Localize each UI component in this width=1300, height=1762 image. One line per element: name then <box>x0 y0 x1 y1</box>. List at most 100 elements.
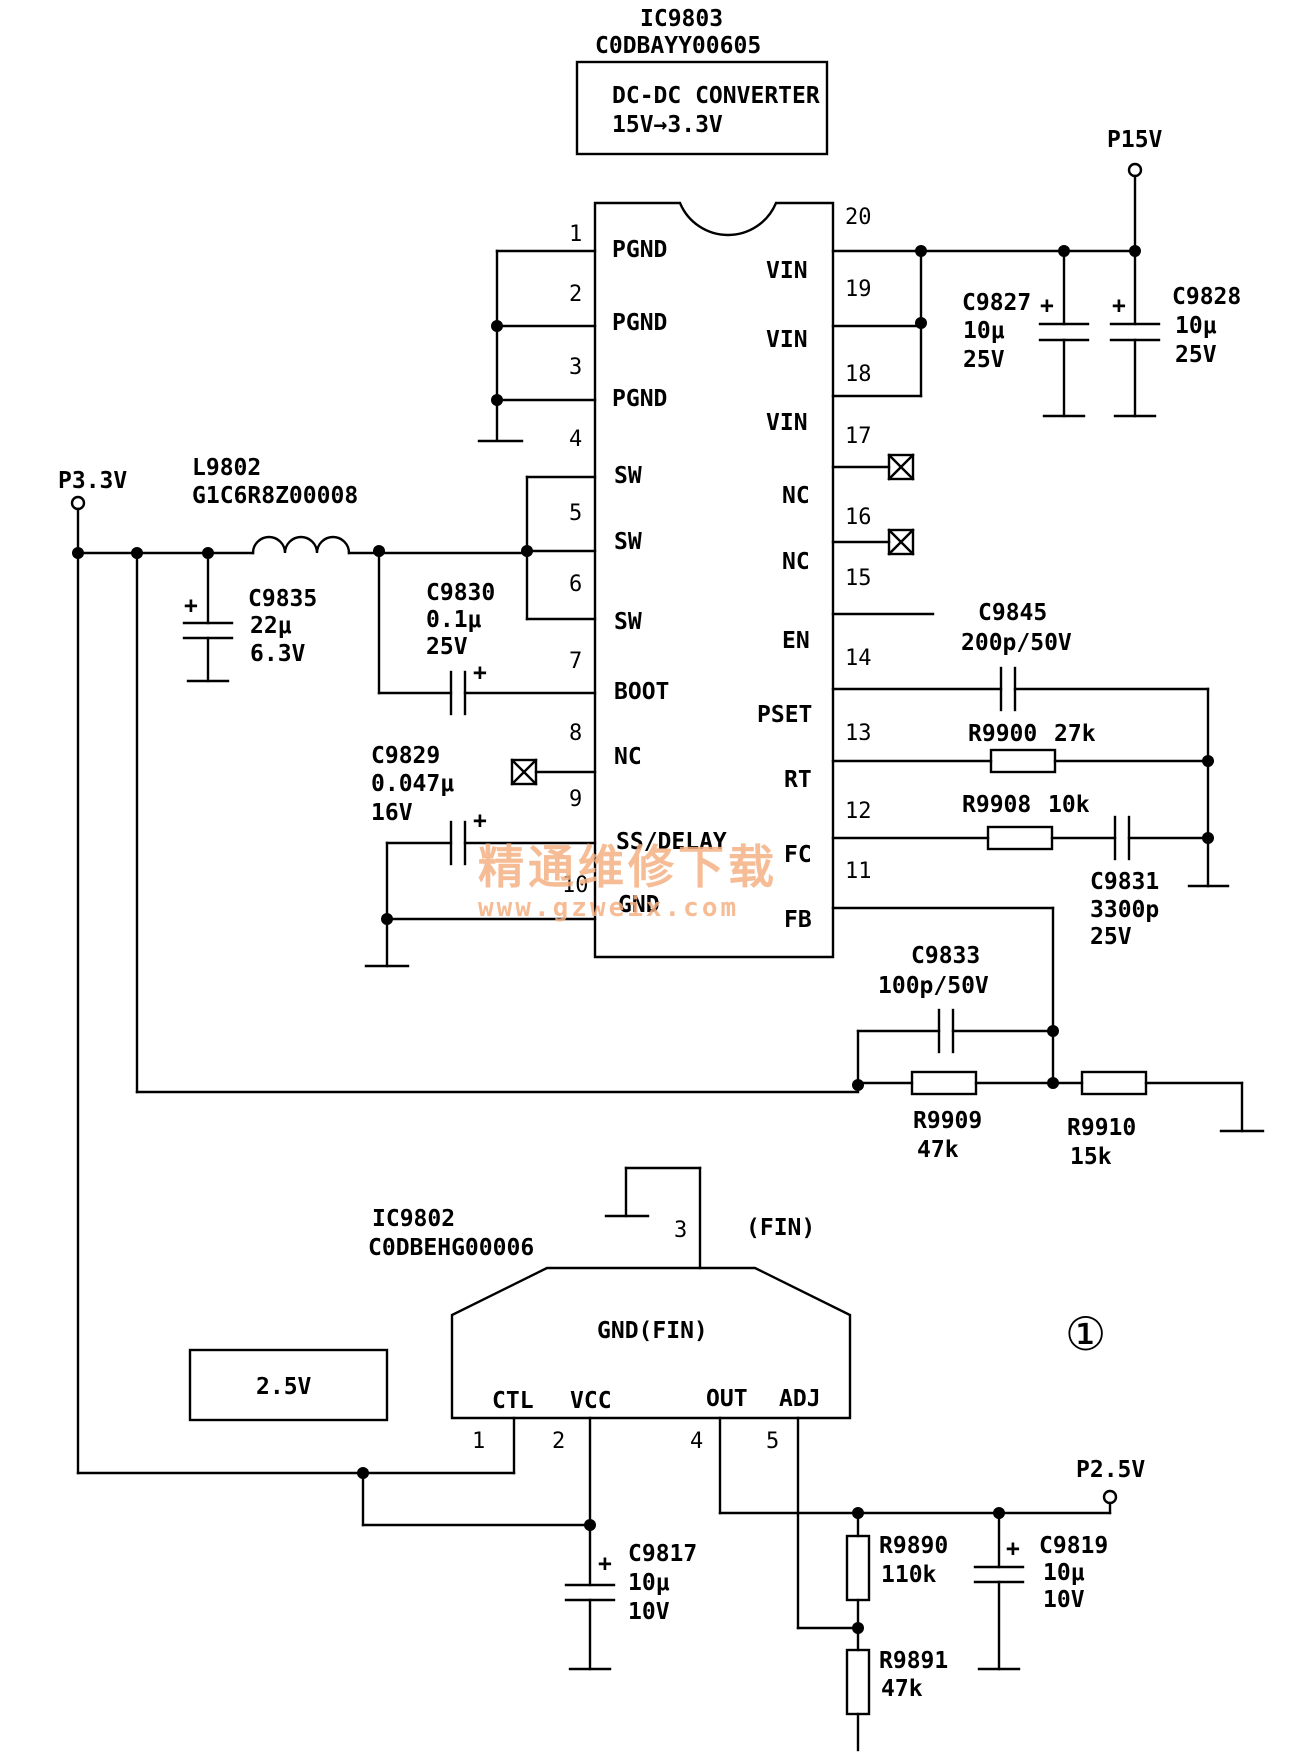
r9910-value: 15k <box>1070 1144 1112 1170</box>
pin-number: 11 <box>845 859 872 884</box>
ic9802-pin-adj: ADJ <box>779 1386 821 1412</box>
pin-number: 5 <box>569 501 582 526</box>
pin-number: 4 <box>690 1429 703 1454</box>
r9910-ref: R9910 <box>1067 1115 1136 1141</box>
c9835-voltage: 6.3V <box>250 641 306 667</box>
sw-inductor-wiring <box>70 475 597 1475</box>
pin-name: VIN <box>766 258 808 284</box>
ic9802-pin3-number: 3 <box>674 1218 687 1243</box>
pin-name: VIN <box>766 410 808 436</box>
c9828-value: 10μ <box>1175 313 1217 339</box>
pin-number: 10 <box>562 873 589 898</box>
r9890-ref: R9890 <box>879 1533 948 1559</box>
l9802-ref: L9802 <box>192 455 261 481</box>
pin-name: SS/DELAY <box>616 829 727 855</box>
p25v-port-terminal <box>1102 1489 1118 1505</box>
c9831-voltage: 25V <box>1090 924 1132 950</box>
c9845-value: 200p/50V <box>961 630 1072 656</box>
r9908-ref: R9908 <box>962 792 1031 818</box>
pin-number: 15 <box>845 566 872 591</box>
pin-number: 20 <box>845 205 872 230</box>
c9830-value: 0.1μ <box>426 607 482 633</box>
c9829-capacitor: + <box>364 808 597 968</box>
ic9802-fin-label: (FIN) <box>746 1215 815 1241</box>
r9891-value: 47k <box>881 1676 923 1702</box>
pin-name: PGND <box>612 386 667 412</box>
ic9803-function-box <box>575 60 829 156</box>
pin-name: SW <box>614 609 642 635</box>
r9909-value: 47k <box>917 1137 959 1163</box>
pin-number: 8 <box>569 721 582 746</box>
svg-text:+: + <box>1112 293 1126 319</box>
pin-name: FB <box>784 907 812 933</box>
nc-pin-8 <box>510 758 597 786</box>
pin-number: 4 <box>569 427 582 452</box>
c9819-value: 10μ <box>1043 1560 1085 1586</box>
c9831-value: 3300p <box>1090 897 1159 923</box>
c9827-voltage: 25V <box>963 347 1005 373</box>
pin-name: FC <box>784 842 812 868</box>
ic9802-wiring: + + <box>76 1416 1118 1752</box>
l9802-inductor <box>251 535 351 555</box>
c9835-value: 22μ <box>250 613 292 639</box>
pin-name: BOOT <box>614 679 669 705</box>
ic9802-pin-out: OUT <box>706 1386 748 1412</box>
pin-name: SW <box>614 463 642 489</box>
c9828-capacitor: + <box>1109 249 1161 418</box>
ic9803-left-pin-names: PGND PGND PGND SW SW SW BOOT NC SS/DELAY… <box>612 237 727 918</box>
p15v-label: P15V <box>1107 127 1163 153</box>
svg-text:+: + <box>473 660 487 686</box>
pin-name: NC <box>614 744 642 770</box>
ic9802-pin-ctl: CTL <box>492 1388 534 1414</box>
pin-name: NC <box>782 549 810 575</box>
pin-number: 17 <box>845 424 872 449</box>
p15v-port-terminal <box>1127 162 1143 178</box>
svg-text:+: + <box>473 808 487 834</box>
ic9803-right-pin-names: VIN VIN VIN NC NC EN PSET RT FC FB <box>757 258 812 933</box>
ic9802-gnd-fin-label: GND(FIN) <box>597 1318 708 1344</box>
ic9802-fin <box>604 1166 702 1270</box>
ic9802-part: C0DBEHG00006 <box>368 1235 534 1261</box>
pin-number: 2 <box>552 1429 565 1454</box>
pin-number: 16 <box>845 505 872 530</box>
c9833-ref: C9833 <box>911 943 980 969</box>
pgnd-wiring <box>477 249 597 443</box>
c9828-ref: C9828 <box>1172 284 1241 310</box>
pin-number: 14 <box>845 646 872 671</box>
c9830-voltage: 25V <box>426 634 468 660</box>
p33v-label: P3.3V <box>58 468 127 494</box>
pin-name: GND <box>618 892 660 918</box>
pin-name: RT <box>784 767 812 793</box>
nc-pins-right <box>831 453 915 556</box>
svg-text:+: + <box>1040 293 1054 319</box>
pin-name: PGND <box>612 237 667 263</box>
ic9802-pin-vcc: VCC <box>570 1388 612 1414</box>
ic9803-ref: IC9803 <box>640 6 723 32</box>
c9827-capacitor: + <box>1038 249 1090 418</box>
ic9803-body <box>593 201 835 959</box>
c9829-value: 0.047μ <box>371 771 454 797</box>
pin-number: 1 <box>569 222 582 247</box>
c9819-voltage: 10V <box>1043 1587 1085 1613</box>
watermark: 精通维修下载 www.gzweix.com <box>478 840 778 923</box>
c9817-voltage: 10V <box>628 1599 670 1625</box>
ic9803-function-line2: 15V→3.3V <box>612 112 723 138</box>
ic9803-left-pin-numbers: 1 2 3 4 5 6 7 8 9 10 <box>562 222 589 898</box>
ic9803-function-line1: DC-DC CONVERTER <box>612 83 820 109</box>
p33v-port-terminal <box>70 495 86 511</box>
pin-name: PSET <box>757 702 812 728</box>
watermark-cn: 精通维修下载 <box>478 840 778 894</box>
c9828-voltage: 25V <box>1175 342 1217 368</box>
pin-number: 5 <box>766 1429 779 1454</box>
c9827-ref: C9827 <box>962 290 1031 316</box>
ic9803-right-pin-numbers: 20 19 18 17 16 15 14 13 12 11 <box>845 205 872 884</box>
c9819-ref: C9819 <box>1039 1533 1108 1559</box>
r9908-value: 10k <box>1048 792 1090 818</box>
r9900-ref: R9900 <box>968 721 1037 747</box>
c9835-capacitor: + <box>182 551 234 683</box>
watermark-url: www.gzweix.com <box>478 893 739 923</box>
pin-name: PGND <box>612 310 667 336</box>
c9833-value: 100p/50V <box>878 973 989 999</box>
r9909-ref: R9909 <box>913 1108 982 1134</box>
c9830-boot-capacitor: + <box>377 551 597 716</box>
